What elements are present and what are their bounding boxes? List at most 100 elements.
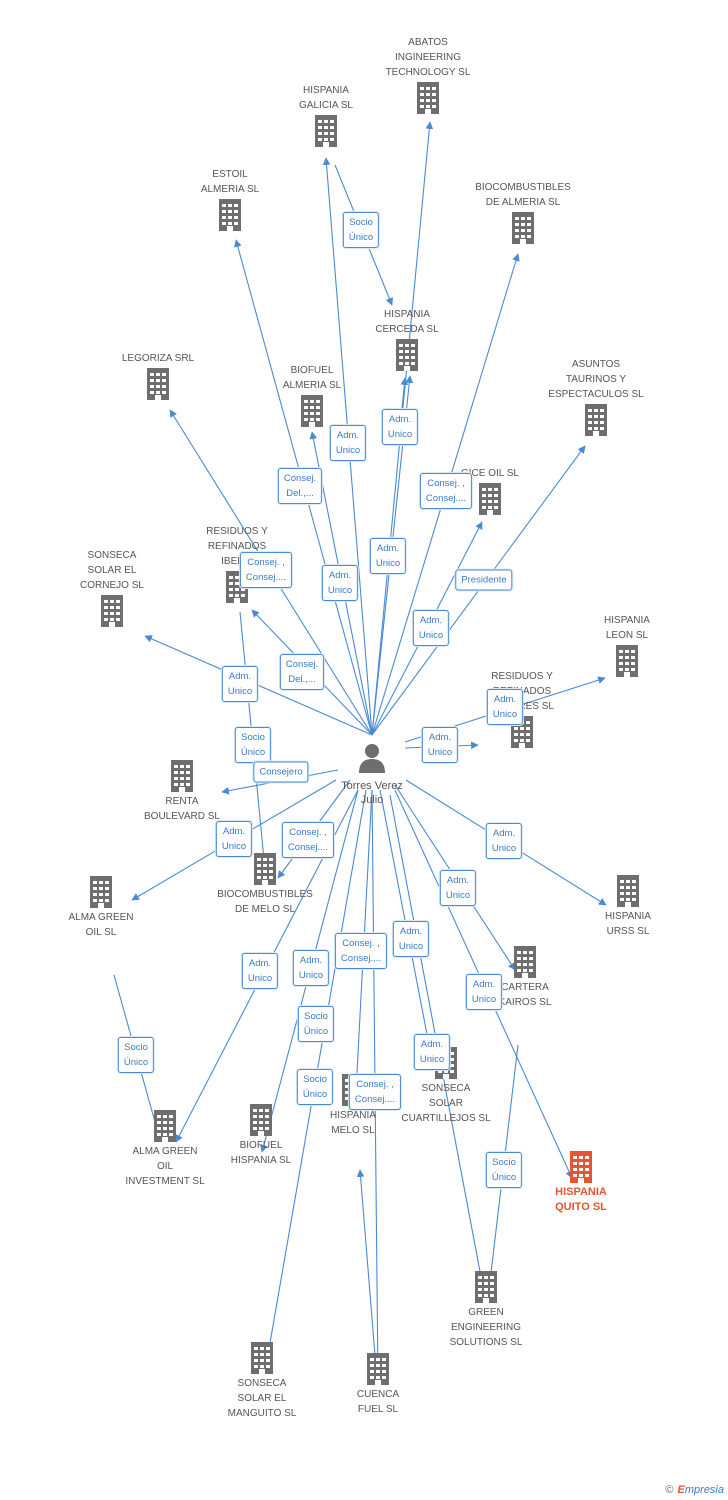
company-node-cuenca[interactable]: CUENCA FUEL SL: [318, 1351, 438, 1417]
company-node-alma-inv[interactable]: ALMA GREEN OIL INVESTMENT SL: [105, 1108, 225, 1189]
company-label: BIOCOMBUSTIBLES DE MELO SL: [217, 889, 313, 915]
company-node-biofuel-hispania[interactable]: BIOFUEL HISPANIA SL: [201, 1102, 321, 1168]
relation-badge[interactable]: Socio Único: [297, 1006, 335, 1042]
relation-badge[interactable]: Adm. Unico: [329, 425, 367, 461]
person-icon: [359, 744, 385, 773]
relation-badge[interactable]: Adm. Unico: [221, 666, 259, 702]
company-node-manguito[interactable]: SONSECA SOLAR EL MANGUITO SL: [202, 1340, 322, 1421]
building-icon: [396, 339, 418, 371]
building-icon: [101, 595, 123, 627]
company-node-biocomb-melo[interactable]: BIOCOMBUSTIBLES DE MELO SL: [205, 851, 325, 917]
relation-badge[interactable]: Socio Único: [485, 1152, 523, 1188]
relation-badge[interactable]: Presidente: [455, 569, 513, 591]
relation-badge[interactable]: Adm. Unico: [369, 538, 407, 574]
person-node[interactable]: Torres Verez Julio: [312, 742, 432, 807]
relation-badge[interactable]: Consej. , Consej....: [239, 552, 293, 588]
company-node-green-eng[interactable]: GREEN ENGINEERING SOLUTIONS SL: [426, 1269, 546, 1350]
relation-badge[interactable]: Adm. Unico: [421, 727, 459, 763]
company-label: BIOFUEL ALMERIA SL: [282, 365, 342, 391]
company-node-quito[interactable]: HISPANIA QUITO SL: [521, 1149, 641, 1215]
company-label: CUENCA FUEL SL: [356, 1389, 400, 1415]
relation-edge: [379, 789, 433, 1051]
relation-badge[interactable]: Adm. Unico: [439, 870, 477, 906]
company-label: HISPANIA URSS SL: [605, 911, 651, 937]
company-node-urss[interactable]: HISPANIA URSS SL: [568, 873, 688, 939]
building-icon: [147, 368, 169, 400]
company-node-abatos[interactable]: ABATOS INGINEERING TECHNOLOGY SL: [368, 35, 488, 116]
relation-badge[interactable]: Adm. Unico: [215, 821, 253, 857]
company-node-leon[interactable]: HISPANIA LEON SL: [567, 613, 687, 679]
building-icon: [250, 1104, 272, 1136]
company-node-legoriza[interactable]: LEGORIZA SRL: [98, 351, 218, 402]
company-node-asuntos[interactable]: ASUNTOS TAURINOS Y ESPECTACULOS SL: [536, 357, 656, 438]
company-label: GREEN ENGINEERING SOLUTIONS SL: [449, 1307, 523, 1348]
company-label: HISPANIA CERCEDA SL: [375, 309, 439, 335]
relation-badge[interactable]: Consej. Del.,...: [277, 468, 323, 504]
company-label: ASUNTOS TAURINOS Y ESPECTACULOS SL: [548, 359, 644, 400]
relation-badge[interactable]: Adm. Unico: [465, 974, 503, 1010]
company-node-alma-oil[interactable]: ALMA GREEN OIL SL: [41, 874, 161, 940]
company-node-galicia[interactable]: HISPANIA GALICIA SL: [266, 83, 386, 149]
building-icon: [90, 876, 112, 908]
relation-badge[interactable]: Consej. , Consej....: [334, 933, 388, 969]
company-label: SONSECA SOLAR EL MANGUITO SL: [227, 1378, 297, 1419]
company-node-gice[interactable]: GICE OIL SL: [430, 466, 550, 517]
building-icon: [367, 1353, 389, 1385]
company-label: HISPANIA LEON SL: [604, 615, 650, 641]
relation-badge[interactable]: Consej. , Consej....: [419, 473, 473, 509]
company-label: ABATOS INGINEERING TECHNOLOGY SL: [385, 37, 471, 78]
building-icon: [251, 1342, 273, 1374]
copyright-symbol: ©: [665, 1484, 674, 1496]
company-node-cornejo[interactable]: SONSECA SOLAR EL CORNEJO SL: [52, 548, 172, 629]
building-icon: [512, 212, 534, 244]
footer-brand[interactable]: ©Empresia: [665, 1484, 724, 1496]
relation-badge[interactable]: Adm. Unico: [412, 610, 450, 646]
company-label: RENTA BOULEVARD SL: [144, 796, 220, 822]
relation-badge[interactable]: Consej. , Consej....: [281, 822, 335, 858]
building-icon: [570, 1151, 592, 1183]
relation-badge[interactable]: Adm. Unico: [321, 565, 359, 601]
relation-badge[interactable]: Socio Único: [117, 1037, 155, 1073]
relation-badge[interactable]: Adm. Unico: [381, 409, 419, 445]
relation-badge[interactable]: Adm. Unico: [413, 1034, 451, 1070]
relation-edge: [144, 635, 373, 736]
company-node-biofuel-almeria[interactable]: BIOFUEL ALMERIA SL: [252, 363, 372, 429]
company-label: CARTERA KAIROS SL: [498, 982, 552, 1008]
company-node-cartera[interactable]: CARTERA KAIROS SL: [465, 944, 585, 1010]
relation-badge[interactable]: Adm. Unico: [241, 953, 279, 989]
relation-badge[interactable]: Socio Único: [296, 1069, 334, 1105]
building-icon: [479, 483, 501, 515]
company-label: HISPANIA QUITO SL: [555, 1186, 607, 1213]
relation-badge[interactable]: Adm. Unico: [392, 921, 430, 957]
company-label: RESIDUOS Y REFINADOS IBER...: [206, 526, 268, 567]
relation-badge[interactable]: Consejero: [253, 761, 309, 783]
brand-initial: E: [677, 1484, 685, 1496]
company-label: SONSECA SOLAR EL CORNEJO SL: [80, 550, 144, 591]
relation-edge: [356, 1169, 378, 1381]
company-node-estoil[interactable]: ESTOIL ALMERIA SL: [170, 167, 290, 233]
relation-badge[interactable]: Adm. Unico: [485, 823, 523, 859]
company-label: HISPANIA MELO SL: [330, 1110, 376, 1136]
building-icon: [475, 1271, 497, 1303]
company-label: ALMA GREEN OIL INVESTMENT SL: [125, 1146, 205, 1187]
company-label: GICE OIL SL: [461, 468, 519, 479]
company-node-renta[interactable]: RENTA BOULEVARD SL: [122, 758, 242, 824]
company-label: LEGORIZA SRL: [121, 353, 195, 364]
relation-badge[interactable]: Consej. , Consej....: [348, 1074, 402, 1110]
relation-badge[interactable]: Adm. Unico: [292, 950, 330, 986]
relation-badge[interactable]: Adm. Unico: [486, 689, 524, 725]
company-label: SONSECA SOLAR CUARTILLEJOS SL: [401, 1083, 491, 1124]
company-node-cerceda[interactable]: HISPANIA CERCEDA SL: [347, 307, 467, 373]
relation-badge[interactable]: Socio Único: [234, 727, 272, 763]
building-icon: [514, 946, 536, 978]
relation-badge[interactable]: Consej. Del.,...: [279, 654, 325, 690]
building-icon: [417, 82, 439, 114]
person-name: Torres Verez Julio: [341, 780, 403, 806]
building-icon: [617, 875, 639, 907]
company-node-biocomb-almeria[interactable]: BIOCOMBUSTIBLES DE ALMERIA SL: [463, 180, 583, 246]
building-icon: [315, 115, 337, 147]
relation-badge[interactable]: Socio Único: [342, 212, 380, 248]
relation-edge: [371, 445, 586, 736]
building-icon: [219, 199, 241, 231]
